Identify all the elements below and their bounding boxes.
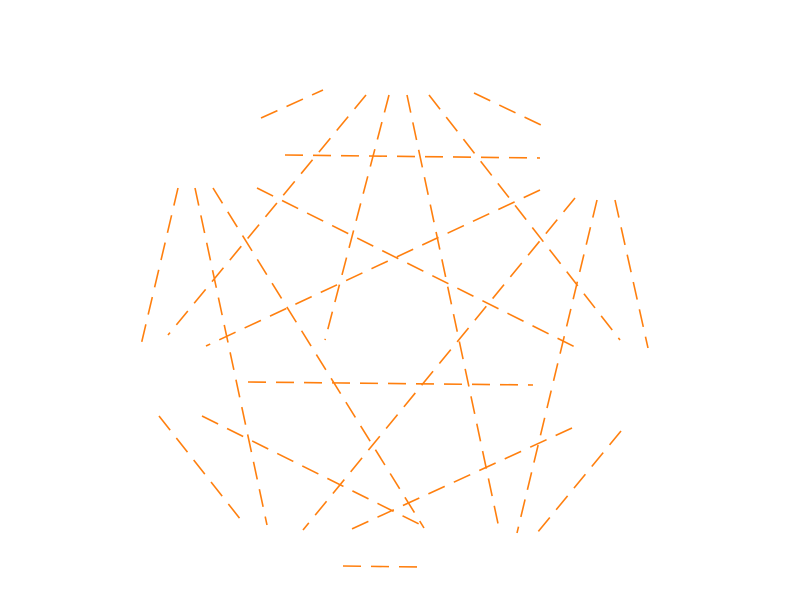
dashed-segment-3 — [284, 154, 541, 159]
dashed-segments — [140, 89, 649, 568]
dashed-segment-20 — [536, 430, 622, 534]
dashed-segment-1 — [260, 89, 324, 119]
dashed-segment-14 — [516, 199, 598, 534]
dashed-segment-12 — [205, 189, 541, 347]
dashed-segment-17 — [158, 415, 242, 521]
dashed-segment-2 — [473, 92, 542, 126]
dashed-segment-9 — [194, 187, 268, 526]
dashed-segment-10 — [212, 187, 425, 529]
dashed-segment-4 — [167, 94, 367, 336]
dashed-segment-18 — [201, 415, 428, 529]
dashed-segment-16 — [247, 381, 534, 386]
dashed-segment-7 — [428, 94, 621, 341]
dashed-segment-5 — [324, 94, 390, 341]
dashed-segment-11 — [256, 187, 576, 348]
dashed-segment-19 — [342, 427, 573, 534]
dashed-segment-13 — [302, 197, 576, 531]
dashed-segment-8 — [140, 187, 179, 346]
dashed-segment-6 — [406, 94, 501, 534]
dashed-segment-21 — [342, 565, 419, 568]
dashed-segment-15 — [614, 199, 649, 349]
